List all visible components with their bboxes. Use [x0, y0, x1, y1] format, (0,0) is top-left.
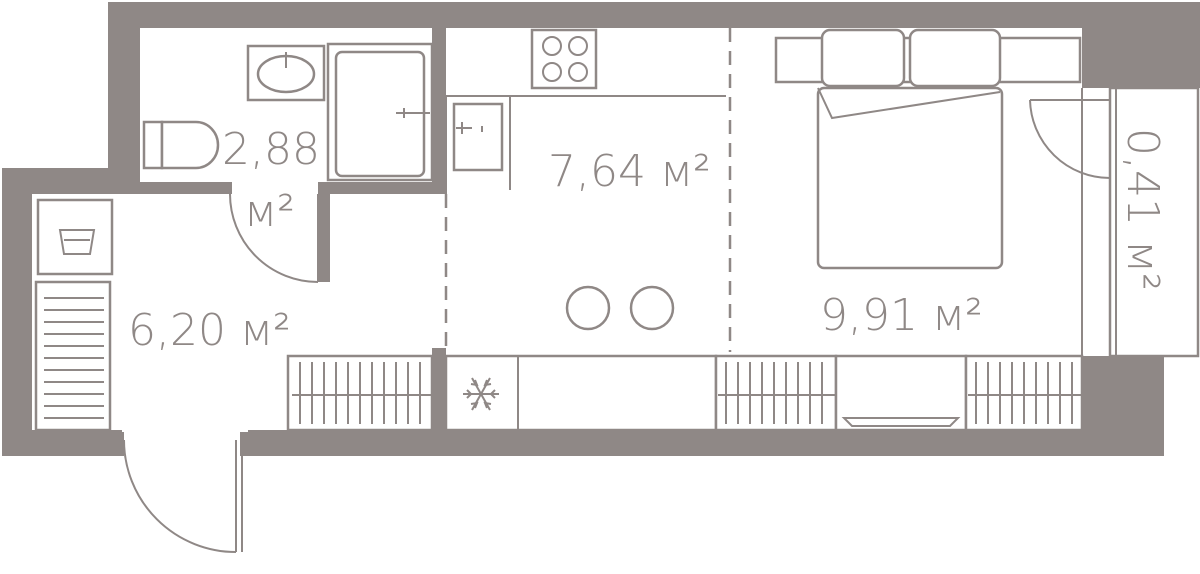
door-icon-entrance: [123, 439, 237, 553]
kitchen-area: 7,64 м²: [548, 146, 711, 197]
burner-2: [568, 36, 588, 56]
radiator-fins: [44, 297, 104, 419]
kitchen-sink-icon: [452, 102, 504, 172]
kitchen-sink-tap: [456, 122, 483, 134]
bathroom-area-line2: м²: [244, 186, 295, 237]
bedroom-area: 9,91 м²: [820, 290, 983, 341]
burner-1: [542, 36, 562, 56]
bed-blanket-fold: [817, 87, 1001, 120]
wall-bath-right: [432, 28, 446, 194]
burner-4: [568, 62, 588, 82]
balcony: [1081, 86, 1200, 358]
balcony-outline: [1108, 86, 1200, 358]
wall-left: [2, 168, 32, 456]
bathtub-tap: [396, 108, 430, 118]
bedroom: 9,91 м²: [774, 28, 1111, 341]
hallway: 6,20 м²: [34, 198, 291, 553]
radiator-icon: [34, 280, 112, 432]
chair-icon-1: [565, 285, 611, 331]
hallway-area: 6,20 м²: [128, 305, 291, 356]
desk-drawer: [841, 417, 961, 427]
radiator-bed-left-fins: [718, 362, 836, 424]
wall-bottom: [248, 430, 1164, 456]
balcony-area: 0,41 м²: [1117, 128, 1168, 291]
chair-icon-2: [629, 285, 675, 331]
pillow-icon-2: [908, 28, 1002, 88]
stove-icon: [530, 28, 598, 90]
wall-post: [432, 348, 446, 430]
kitchen: 7,64 м²: [444, 28, 726, 432]
washing-machine-tub: [58, 229, 96, 255]
wall-bath-door-jamb: [318, 182, 330, 282]
kitchen-counter-side: [445, 96, 511, 194]
door-icon-balcony: [1029, 99, 1111, 179]
wall-bath-bottom-left: [140, 182, 232, 194]
wall-right-upper: [1082, 2, 1200, 88]
toilet-icon: [142, 120, 220, 170]
washing-machine-icon: [36, 198, 114, 276]
bathroom: 2,88 м²: [142, 42, 434, 283]
radiator-icon-bed-left: [714, 354, 838, 432]
wall-top: [108, 2, 1200, 28]
bed-icon: [816, 86, 1004, 270]
pillow-icon-1: [820, 28, 906, 88]
wall-bath-left: [108, 2, 140, 194]
entry-jamb-left: [116, 432, 124, 456]
radiator-hall-fins: [292, 362, 432, 424]
bathroom-area-line1: 2,88: [222, 124, 320, 175]
fridge-snowflake-icon: [463, 377, 499, 411]
walls: [2, 2, 1200, 456]
wall-bottom-left: [2, 430, 122, 456]
door-icon-bathroom: [229, 193, 319, 283]
wall-left-step: [2, 168, 140, 194]
radiator-bed-right-fins: [968, 362, 1082, 424]
wall-bath-bottom-right: [320, 182, 446, 194]
entry-jamb-right: [240, 432, 248, 456]
burner-3: [542, 62, 562, 82]
